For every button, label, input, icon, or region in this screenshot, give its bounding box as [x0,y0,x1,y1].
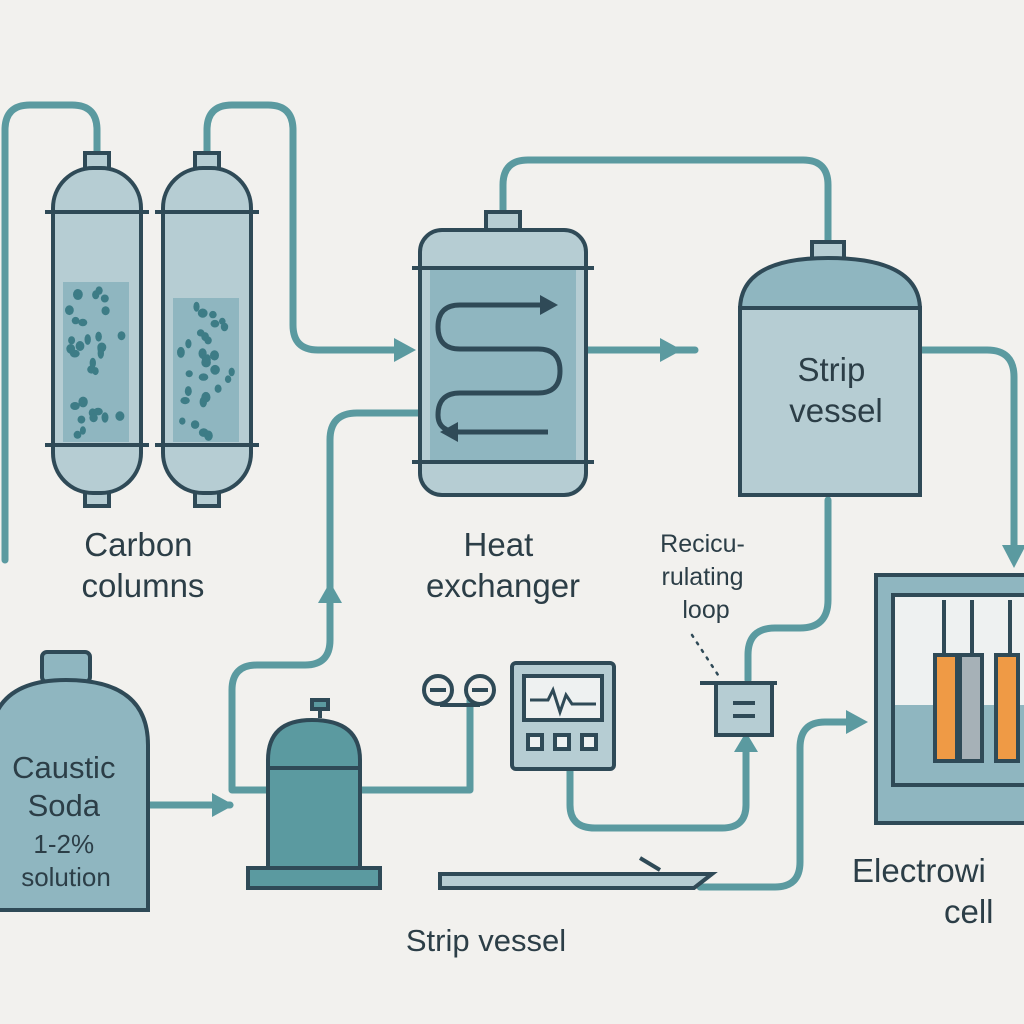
heat-coil [435,302,563,435]
carbon-granule [95,331,102,342]
strip-vessel-bottom-label: Strip vessel [406,923,566,958]
carbon-granule [73,430,82,439]
strip-vessel-top [737,240,923,497]
carbon-granule [214,384,222,393]
carbon-granule [209,310,217,319]
carbon-granule [204,430,213,441]
caustic-soda-tank [0,650,150,912]
arrow-riser-up [318,582,342,603]
carbon-granule [117,331,126,341]
carbon-column-2 [155,151,259,508]
carbon-granule [210,350,219,361]
strip-tray [438,856,718,890]
carbon-granule [75,341,85,351]
pipe-column-link [203,101,404,354]
carbon-granule [66,344,76,354]
carbon-granule [78,396,88,408]
carbon-granule [65,305,74,316]
carbon-granule [184,386,192,397]
carbon-column-1 [45,151,149,508]
electrowinning-cell [874,573,1024,825]
activated-carbon-media [65,286,235,441]
arrow-into-cell-top [1002,545,1024,568]
carbon-granule [228,367,235,377]
control-panel [510,661,616,771]
carbon-granule [101,306,110,316]
carbon-columns-label: Carbon columns [82,526,205,604]
carbon-granule [71,316,80,325]
pipe-panel-to-strainer [566,741,750,832]
heat-exchanger [412,210,594,497]
pipe-recirculating-loop [744,496,832,684]
pipe-strip-to-cell [918,346,1018,564]
carbon-granule [201,391,211,403]
carbon-granule [79,426,86,435]
carbon-granule [197,308,208,318]
arrow-into-strip [660,338,682,362]
carbon-granule [210,364,220,375]
carbon-granule [89,413,98,423]
carbon-granule [204,336,212,345]
panel-button [580,733,598,751]
carbon-granule [70,402,80,410]
strip-vessel-top-label: Strip vessel [789,351,883,429]
electrode-anode [994,653,1020,763]
carbon-granule [224,375,232,384]
coil-arrow-right-icon [540,295,558,315]
carbon-granule [87,365,96,374]
pipe-network [1,101,1018,891]
carbon-granule [201,357,211,368]
panel-button [526,733,544,751]
strainer [690,633,777,737]
carbon-granule [190,420,200,429]
carbon-granule [74,289,81,297]
panel-button [553,733,571,751]
carbon-granule [185,370,193,378]
arrow-into-strainer [734,732,758,752]
heat-exchanger-label: Heat exchanger [426,526,580,604]
carbon-granule [193,301,200,312]
flow-arrows [212,338,1024,817]
caustic-soda-label: Caustic Soda 1-2% solution [12,750,120,892]
carbon-granule [179,417,186,425]
arrow-into-cell [846,710,868,734]
carbon-granule [115,411,125,421]
waveform-icon [530,686,596,717]
carbon-granule [101,412,109,423]
carbon-granule [78,318,88,327]
electrowinning-cell-label: Electrowi cell [852,852,995,930]
carbon-granule [210,319,220,328]
carbon-granule [198,348,207,359]
pipe-boat-to-cell [696,718,860,891]
arrow-into-hx [394,338,416,362]
electrode-cathode [958,653,984,763]
pressure-gauges [422,674,496,707]
carbon-granule [177,346,185,358]
carbon-granule [198,373,209,381]
carbon-granule [180,397,190,405]
carbon-granule [97,347,105,359]
recirculating-loop-label: Recicu- rulating loop [660,530,752,624]
leader-dotted [690,633,722,680]
pipe-riser-to-hx [228,409,424,774]
carbon-granule [68,336,76,345]
carbon-granule [84,334,91,345]
coil-arrow-left-icon [440,422,458,442]
carbon-granule [77,415,86,424]
carbon-granule [185,339,192,349]
carbon-granule [196,329,205,337]
pipe-hx-to-top [499,156,832,249]
carbon-granule [220,322,229,332]
carbon-granule [93,407,103,416]
arrow-caustic-feed [212,793,234,817]
pipe-left-inlet [1,101,101,564]
carbon-granule [92,290,100,300]
electrode-anode [933,653,959,763]
carbon-granule [100,294,109,303]
strip-vessel-pump [246,698,382,890]
